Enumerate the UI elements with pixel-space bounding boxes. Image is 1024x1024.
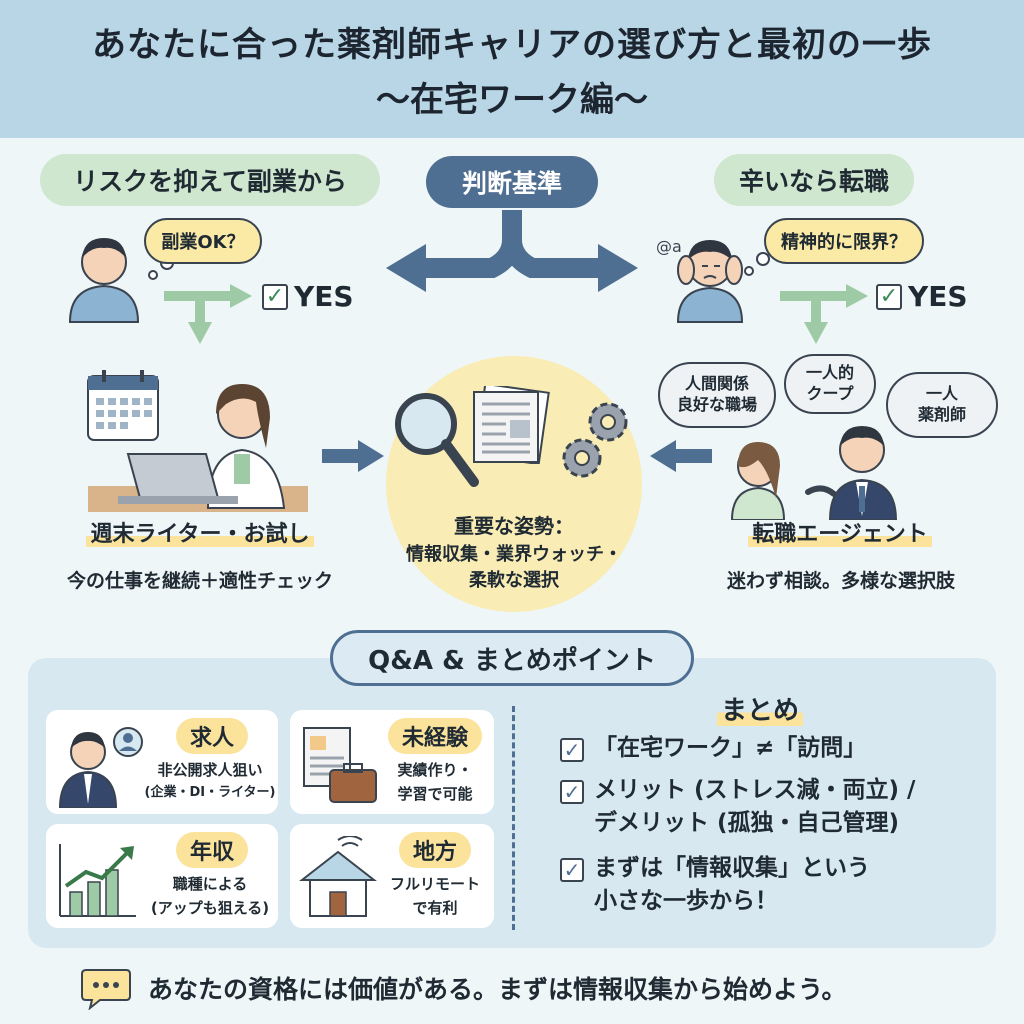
agent-consult-illustration <box>730 426 898 520</box>
yes-text: YES <box>908 280 968 313</box>
pharmacist-laptop-illustration <box>88 384 308 512</box>
footer-message-row: あなたの資格には価値がある。まずは情報収集から始めよう。 <box>80 960 960 1016</box>
magnifier-icon <box>395 393 479 487</box>
solo-pharmacist-cloud: 一人 薬剤師 <box>886 372 998 438</box>
card-text-salary-2: (アップも狙える) <box>150 899 270 917</box>
calendar-icon <box>87 370 159 441</box>
fork-arrow-icon <box>386 210 638 292</box>
agent-subtitle: 迷わず相談。多様な選択肢 <box>726 570 955 592</box>
card-text-inexperienced-2: 学習で可能 <box>397 785 473 803</box>
flow-arrow-icon <box>164 284 252 344</box>
weekend-writer-subtitle: 今の仕事を継続＋適性チェック <box>66 570 333 592</box>
page-title: あなたに合った薬剤師キャリアの選び方と最初の一歩 <box>92 25 932 65</box>
mental-limit-question-bubble: 精神的に限界？ <box>764 218 924 264</box>
weekend-writer-title: 週末ライター・お試し <box>86 522 314 547</box>
yes-label-left: ✓ YES <box>262 280 354 313</box>
key-attitude-line2: 柔軟な選択 <box>469 570 559 591</box>
arrow-right-icon <box>322 440 384 472</box>
businessman-icon <box>58 727 143 808</box>
thought-dot <box>756 252 770 266</box>
speech-bubble-icon <box>81 969 131 1010</box>
svg-text:@a: @a <box>656 237 682 256</box>
card-text-jobs-2: (企業・DI・ライター) <box>144 785 276 800</box>
thought-dot <box>744 266 754 276</box>
qa-card-salary: 年収 職種による (アップも狙える) <box>46 824 278 928</box>
job-change-pill: 辛いなら転職 <box>714 154 914 206</box>
card-text-jobs-1: 非公開求人狙い <box>157 761 263 779</box>
side-job-pill: リスクを抑えて副業から <box>40 154 380 206</box>
chart-up-icon <box>59 844 136 917</box>
qa-card-inexperienced: 未経験 実績作り・ 学習で可能 <box>290 710 494 814</box>
footer-message: あなたの資格には価値がある。まずは情報収集から始めよう。 <box>148 975 847 1004</box>
yes-text: YES <box>294 280 354 313</box>
card-tag-jobs: 求人 <box>175 718 248 754</box>
arrow-left-icon <box>650 440 712 472</box>
card-tag-rural: 地方 <box>398 832 471 868</box>
summary-text: まずは「情報収集」という 小さな一歩から！ <box>594 855 870 915</box>
side-job-question-bubble: 副業OK？ <box>144 218 262 264</box>
document-briefcase-icon <box>303 727 377 803</box>
checkbox-icon: ✓ <box>560 858 584 882</box>
house-wifi-icon <box>299 836 377 917</box>
summary-title: まとめ <box>716 696 803 726</box>
stressed-person-icon: @a <box>656 237 744 323</box>
card-tag-inexperienced: 未経験 <box>387 718 482 754</box>
cloud-2: 一人的 クープ <box>784 354 876 414</box>
card-text-inexperienced-1: 実績作り・ <box>397 761 473 779</box>
criteria-pill: 判断基準 <box>426 156 598 208</box>
thought-dot <box>148 270 158 280</box>
good-relations-cloud: 人間関係 良好な職場 <box>658 362 776 428</box>
summary-text: メリット (ストレス減・両立) / デメリット (孤独・自己管理) <box>594 777 916 837</box>
agent-title: 転職エージェント <box>748 522 932 547</box>
checkbox-icon: ✓ <box>560 738 584 762</box>
section-divider <box>512 706 515 930</box>
flow-arrow-icon <box>780 284 868 344</box>
qa-card-jobs: 求人 非公開求人狙い (企業・DI・ライター) <box>46 710 278 814</box>
check-icon: ✓ <box>876 283 902 310</box>
yes-label-right: ✓ YES <box>876 280 968 313</box>
summary-item: ✓ まずは「情報収集」という 小さな一歩から！ <box>560 852 980 919</box>
page-subtitle: 〜在宅ワーク編〜 <box>376 80 648 120</box>
person-avatar-icon <box>68 238 140 323</box>
card-text-salary-1: 職種による <box>172 875 248 893</box>
summary-item: ✓ メリット (ストレス減・両立) / デメリット (孤独・自己管理) <box>560 774 980 841</box>
qa-section-title: Q&A & まとめポイント <box>330 630 694 686</box>
newspaper-icon <box>473 386 550 464</box>
key-attitude-title: 重要な姿勢： <box>454 514 574 538</box>
check-icon: ✓ <box>262 283 288 310</box>
qa-card-rural: 地方 フルリモート で有利 <box>290 824 494 928</box>
checkbox-icon: ✓ <box>560 780 584 804</box>
card-text-rural-1: フルリモート <box>389 875 480 893</box>
summary-text: 「在宅ワーク」≠「訪問」 <box>594 735 867 761</box>
card-tag-salary: 年収 <box>175 832 248 868</box>
key-attitude-line1: 情報収集・業界ウォッチ・ <box>406 544 622 565</box>
gears-icon <box>562 402 628 478</box>
header-banner: あなたに合った薬剤師キャリアの選び方と最初の一歩 〜在宅ワーク編〜 <box>0 0 1024 138</box>
card-text-rural-2: で有利 <box>412 899 458 917</box>
summary-item: ✓ 「在宅ワーク」≠「訪問」 <box>560 732 980 765</box>
